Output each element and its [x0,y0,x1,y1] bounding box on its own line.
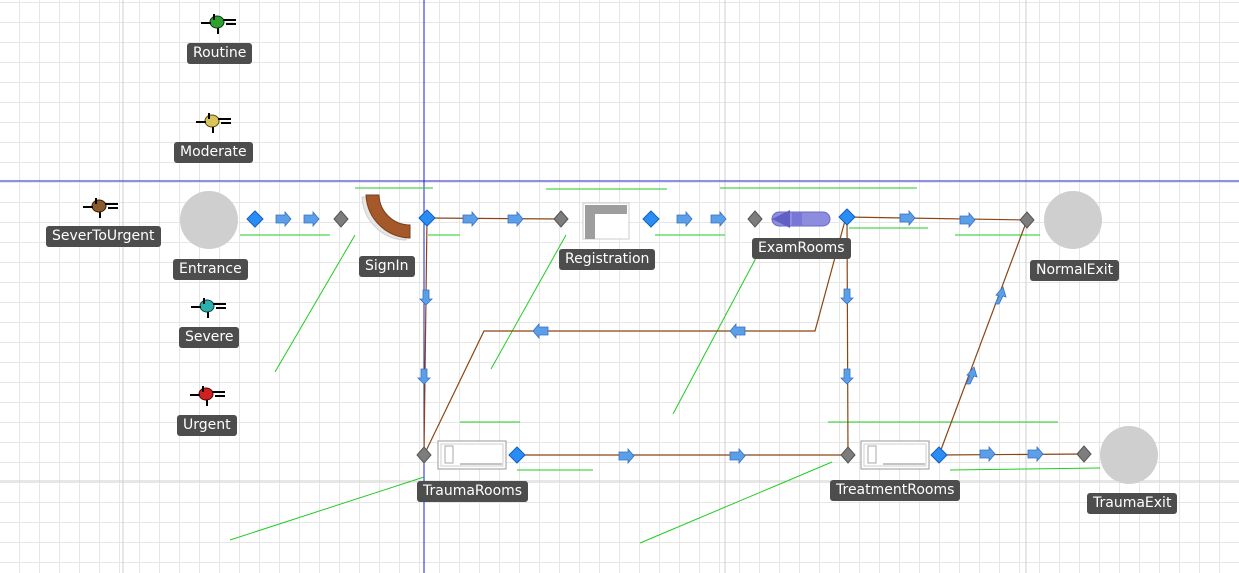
urgent-icon[interactable] [190,386,225,406]
moderate-label[interactable]: Moderate [174,142,253,163]
trauma-rooms-input-node [416,446,432,464]
sever-to-urgent-icon[interactable] [83,198,118,218]
normal-exit-label[interactable]: NormalExit [1030,260,1120,281]
registration-input-node [553,210,569,228]
normal-exit-sink-shape[interactable] [1044,191,1102,249]
severe-icon[interactable] [191,298,226,318]
entrance-label[interactable]: Entrance [173,259,248,280]
moderate-icon[interactable] [196,113,231,133]
normal-exit-input-node [1019,211,1035,229]
signin-label[interactable]: SignIn [359,256,415,277]
severe-label[interactable]: Severe [179,327,240,348]
treatment-rooms-input-node [840,446,856,464]
flow-arrows [275,209,1044,465]
trauma-exit-input-node [1076,445,1092,463]
status-lines [229,187,1101,544]
entrance-output-node [246,210,264,228]
basic-nodes[interactable] [333,210,1092,464]
trauma-exit-sink-shape[interactable] [1100,426,1158,484]
exam-rooms-label[interactable]: ExamRooms [752,238,851,259]
treatment-rooms-label[interactable]: TreatmentRooms [830,480,961,501]
path-links [423,216,1085,456]
trauma-rooms-output-node [508,446,526,464]
urgent-label[interactable]: Urgent [177,415,237,436]
trauma-rooms-shape[interactable] [437,440,507,470]
treatment-rooms-output-node [930,446,948,464]
trauma-rooms-label[interactable]: TraumaRooms [417,481,529,502]
entrance-source-shape[interactable] [180,191,238,249]
signin-conveyor-shape[interactable] [361,194,411,241]
exam-rooms-output-node [838,208,856,226]
registration-output-node [642,210,660,228]
registration-process-shape[interactable] [582,202,630,240]
trauma-exit-label[interactable]: TraumaExit [1087,493,1178,514]
routine-label[interactable]: Routine [187,43,253,64]
sever-to-urgent-label[interactable]: SeverToUrgent [46,226,161,247]
exam-rooms-shape[interactable] [771,210,831,228]
input-nodes[interactable] [246,208,948,464]
treatment-rooms-shape[interactable] [860,440,930,470]
registration-label[interactable]: Registration [559,249,656,270]
signin-input-node [333,210,349,228]
routine-icon[interactable] [201,14,236,34]
signin-output-node [418,209,436,227]
exam-rooms-input-node [747,210,763,228]
